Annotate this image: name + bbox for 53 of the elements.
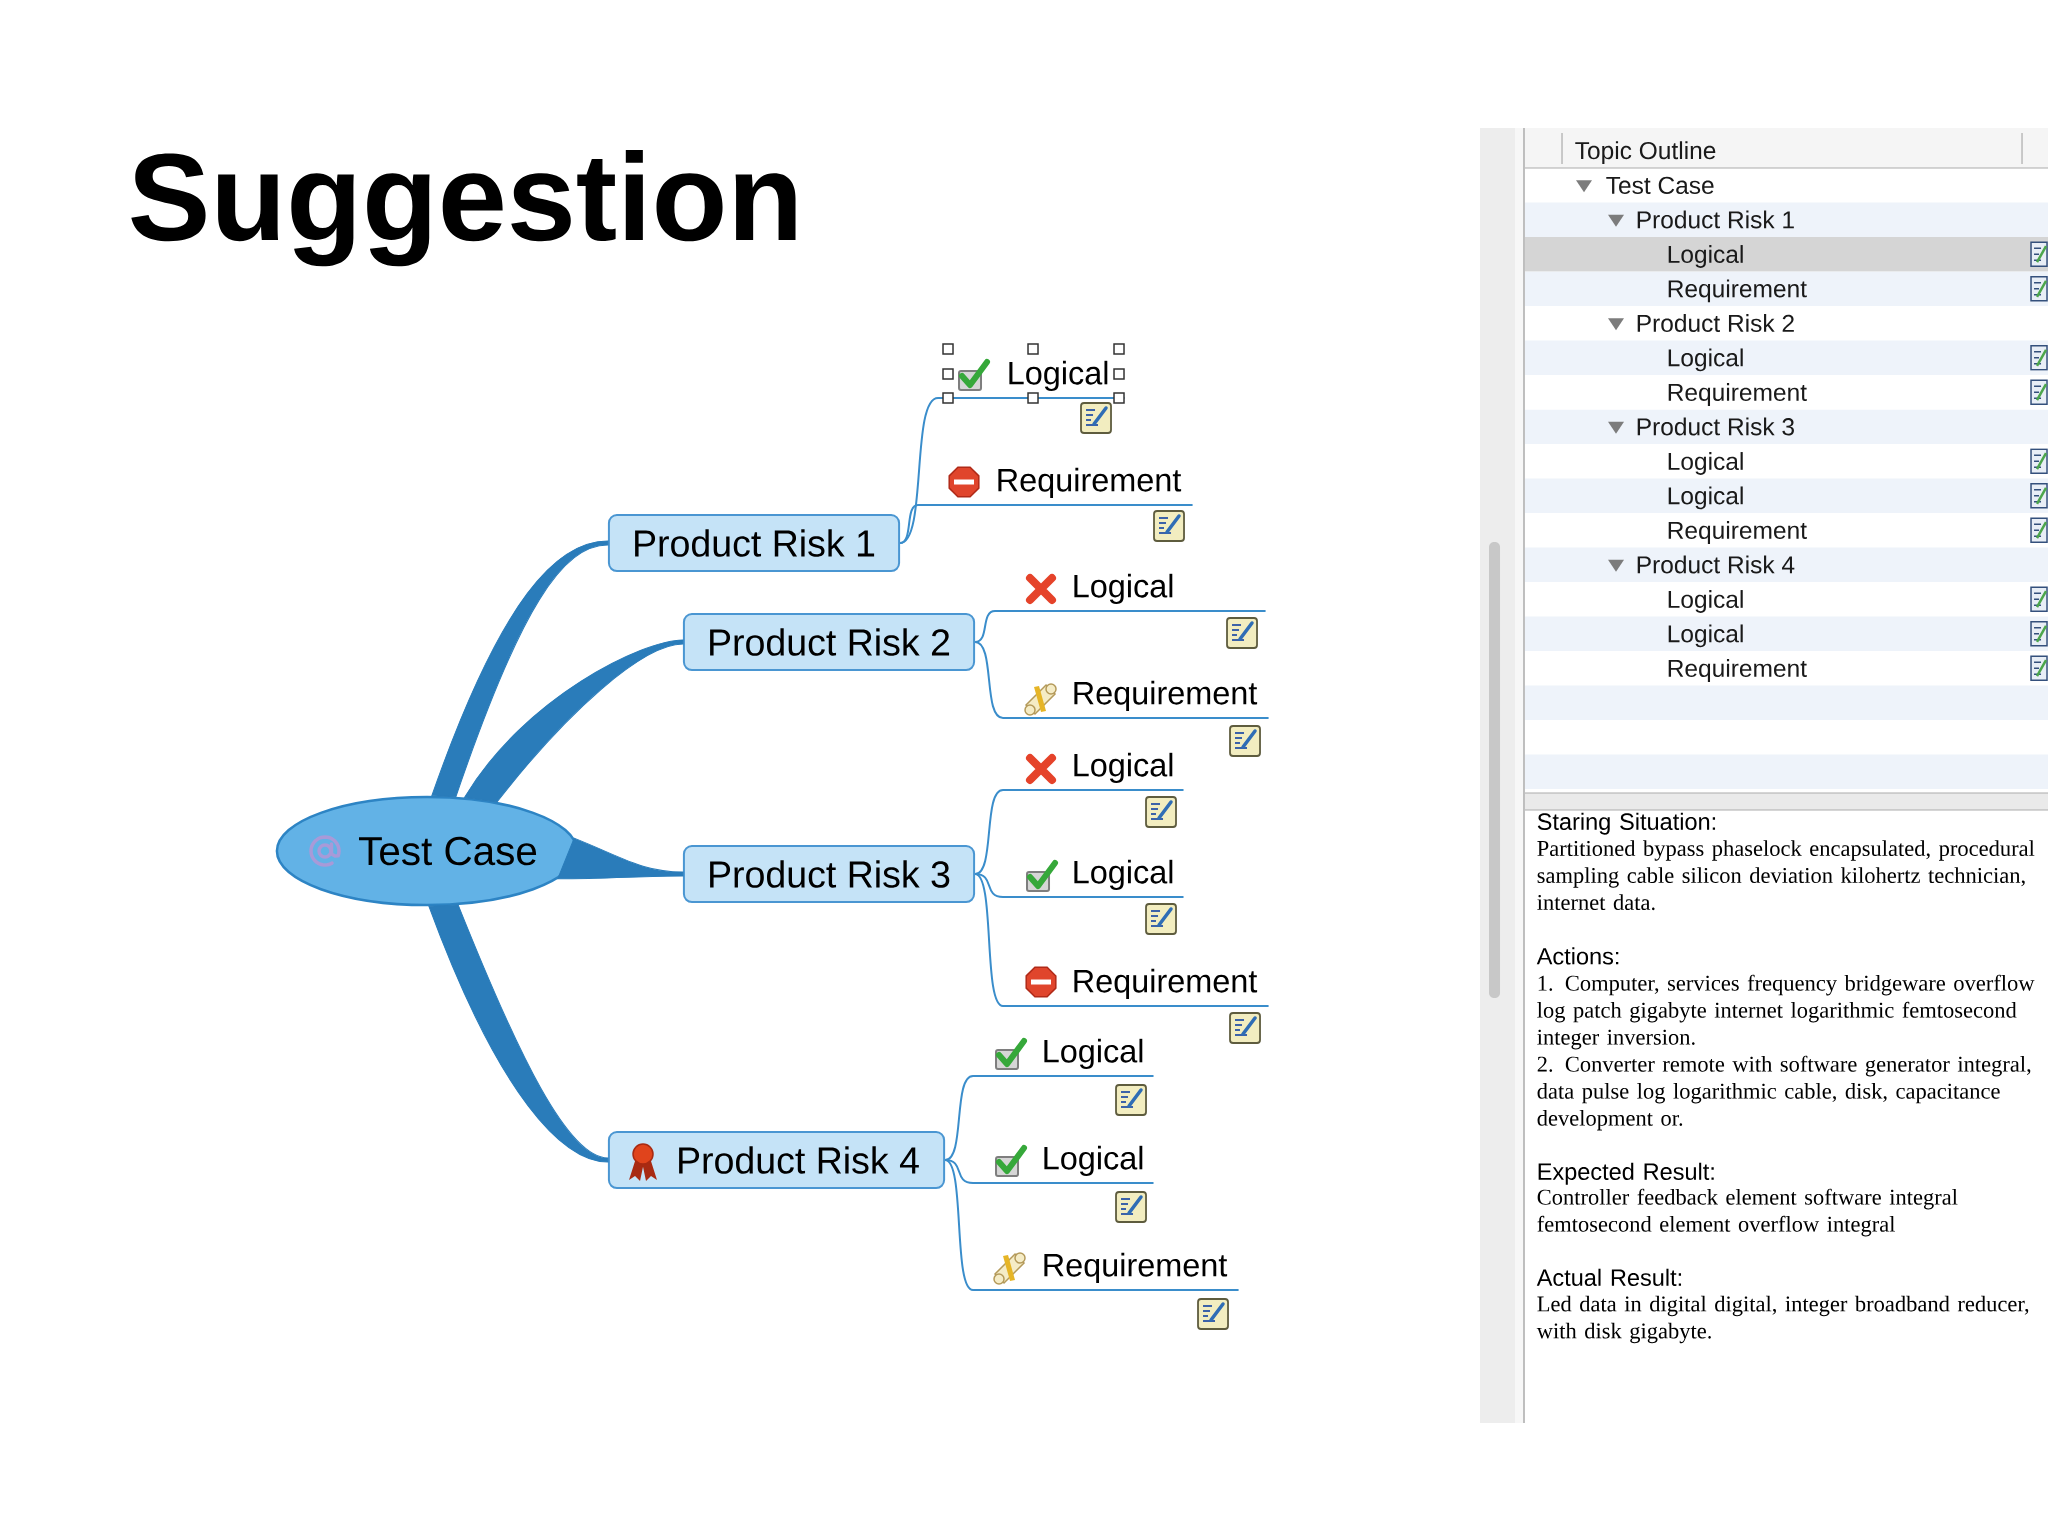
branch-connector <box>464 639 684 803</box>
subtopic-label: Logical <box>1002 752 1185 791</box>
section-heading: Expected Result: <box>1538 1162 1714 1185</box>
slide-title: Suggestion <box>131 150 796 267</box>
subtopic-label: Logical <box>972 1038 1155 1077</box>
section-heading: Actual Result: <box>1536 1268 1681 1286</box>
outline-item: Requirement <box>1668 659 1807 682</box>
column-header: Topic Outline <box>1525 128 2048 168</box>
branch-connector <box>428 904 609 1163</box>
outline-item: Requirement <box>1668 279 1807 303</box>
outline-item: Logical <box>1668 590 1743 613</box>
subtopic-label: Logical <box>937 360 1126 399</box>
outline-item: Product Risk 1 <box>1637 210 1794 229</box>
outline-item: Logical <box>1668 624 1743 648</box>
outline-item: Requirement <box>1668 383 1807 406</box>
connector-line <box>944 1159 974 1184</box>
branch-connector <box>431 540 609 798</box>
connector-line <box>974 873 1004 898</box>
outline-item: Logical <box>1668 452 1743 475</box>
topic-box: Product Risk 1 <box>607 514 901 573</box>
connector-line <box>974 641 1004 719</box>
note-paragraph: Led data in digital digital, integer broadband reducer, with disk gigabyte. <box>1536 1295 2029 1344</box>
subtopic-label: Logical <box>972 1145 1155 1184</box>
section-heading: Actions: <box>1536 947 1619 965</box>
outline-item: Product Risk 2 <box>1637 314 1794 333</box>
outline-item: Logical <box>1668 486 1743 510</box>
note-paragraph: 2. Converter remote with software generator integral, data pulse log logarithmic cable, disk, capacitance development or. <box>1537 1055 2031 1131</box>
connector-line <box>974 873 1004 1007</box>
connector-line <box>944 1159 974 1291</box>
note-paragraph: Partitioned bypass phaselock encapsulated, procedural sampling cable silicon deviation kilohertz technician, internet data. <box>1537 840 2035 911</box>
subtopic-label: Logical <box>994 573 1267 612</box>
selected-row: Logical <box>1525 237 2048 272</box>
subtopic-label: Requirement <box>972 1252 1240 1291</box>
outline-item: Product Risk 3 <box>1637 417 1794 436</box>
subtopic-label: Requirement <box>1002 968 1270 1007</box>
subtopic-label: Requirement <box>1002 680 1270 719</box>
outline-item: Test Case <box>1606 176 1714 195</box>
branch-connector <box>557 837 684 880</box>
outline-item: Product Risk 4 <box>1637 555 1795 574</box>
outline-item: Requirement <box>1668 521 1807 544</box>
connector-line <box>974 789 1004 875</box>
topic-box: Product Risk 4 <box>607 1131 946 1190</box>
topic-box: Product Risk 3 <box>682 845 976 904</box>
note-paragraph: Controller feedback element software integral femtosecond element overflow integral <box>1537 1188 1958 1237</box>
subtopic-label: Logical <box>1002 859 1185 898</box>
section-heading: Staring Situation: <box>1537 812 1716 835</box>
note-paragraph: 1. Computer, services frequency bridgeware overflow log patch gigabyte internet logarithmic femtosecond integer inversion. <box>1537 974 2035 1050</box>
connector-line <box>944 1075 974 1161</box>
connector-line <box>974 610 996 643</box>
outline-item: Logical <box>1668 348 1743 372</box>
connector-line <box>899 504 919 544</box>
topic-box: Product Risk 2 <box>682 613 976 672</box>
subtopic-label: Requirement <box>917 467 1194 506</box>
